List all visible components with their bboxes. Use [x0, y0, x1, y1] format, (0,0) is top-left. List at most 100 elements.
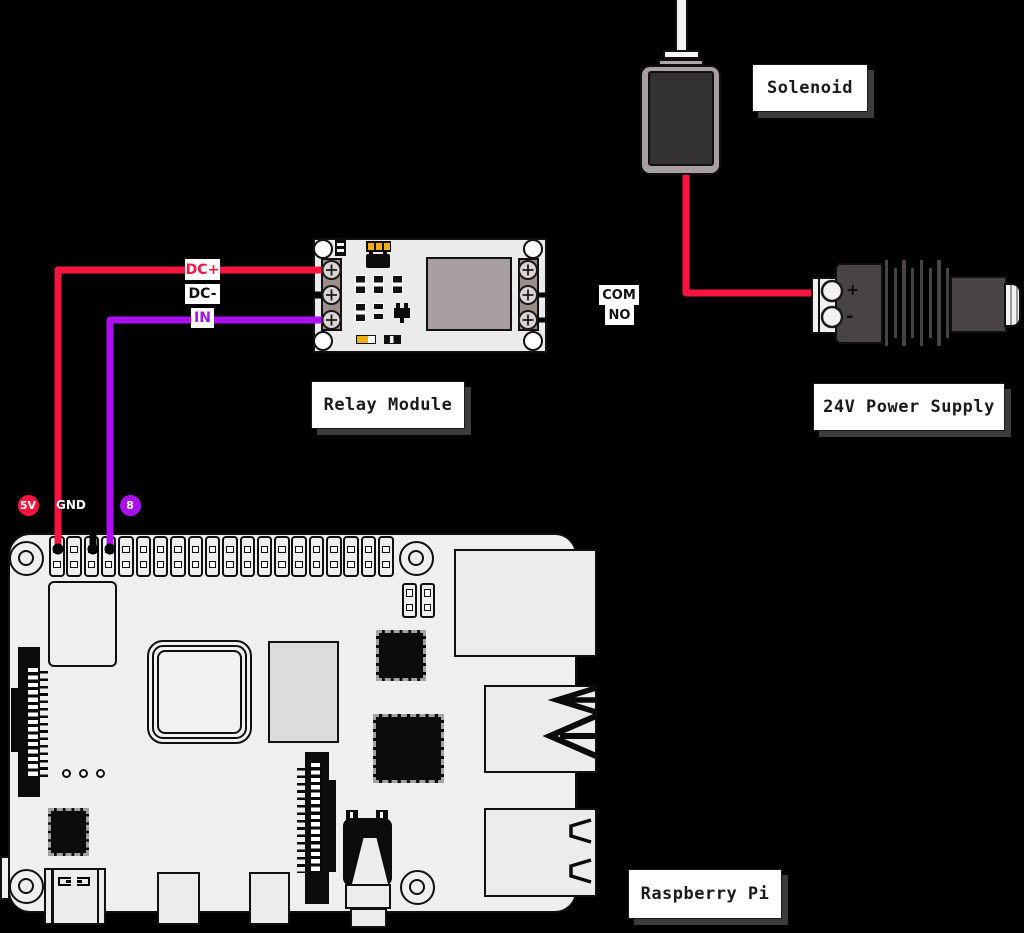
relay-led: [356, 335, 376, 344]
psu-tip: [1004, 283, 1021, 327]
gpio-pin-hole: [278, 545, 286, 554]
relay-corner-hole: [523, 331, 543, 351]
ram-chip: [268, 641, 339, 743]
gpio-pin-col-7: [152, 536, 169, 577]
gpio-connection-dot: [87, 543, 99, 555]
gpio-pin-col-8: [170, 536, 186, 577]
gpio-pin-hole: [364, 560, 373, 569]
relay-corner-hole: [313, 331, 333, 351]
relay-transistor-leg: [383, 251, 387, 255]
relay-transistor: [366, 254, 390, 268]
relay-diode-leg: [404, 303, 408, 310]
usb3-symbols: [541, 684, 597, 759]
relay-terminal-screws: [321, 260, 538, 330]
relay-header-slot: [337, 249, 344, 252]
ethernet-controller-chip: [373, 714, 444, 783]
gpio-header: [0, 536, 1024, 577]
psu-screw: [820, 279, 844, 303]
gpio-pin-hole: [70, 560, 78, 569]
gpio-pin-col-14: [274, 536, 290, 577]
gpio-pin-hole: [382, 545, 390, 554]
gpio-pin-hole: [87, 560, 96, 569]
poe-pin-hole: [405, 589, 414, 597]
gpio-pin-col-11: [222, 536, 238, 577]
gpio-pin-hole: [278, 560, 286, 569]
usb-c-port: [44, 868, 106, 925]
poe-pin-hole: [423, 603, 432, 611]
dc-minus-label: DC-: [185, 284, 220, 304]
usb2-port: [484, 808, 597, 897]
usb-c-rail: [51, 870, 54, 923]
psu-minus-label: -: [846, 306, 854, 327]
raspberry-pi-label: Raspberry Pi: [628, 869, 782, 919]
display-connector-pins: [27, 667, 39, 779]
smd-component: [373, 303, 384, 310]
gpio-pin-hole: [156, 560, 165, 569]
gpio-pin-col-17: [326, 536, 342, 577]
usb2-symbols: [568, 817, 592, 884]
usb3-port: [484, 684, 597, 773]
gpio-pin-hole: [347, 560, 355, 569]
pad: [368, 243, 374, 250]
poe-header: [420, 583, 435, 618]
mounting-hole: [8, 868, 44, 904]
psu-rib: [901, 259, 907, 347]
av-jack-prong-slot: [380, 812, 383, 822]
mounting-hole: [398, 540, 434, 576]
gpio-pin-hole: [104, 560, 113, 569]
power-supply-label: 24V Power Supply: [813, 383, 1005, 431]
gpio-pin-col-2: [66, 536, 82, 577]
gpio-pin-hole: [312, 560, 321, 569]
wire-5v: [54, 266, 332, 549]
gpio-pin-col-12: [239, 536, 256, 577]
solenoid-label: Solenoid: [752, 64, 868, 112]
psu-body: [835, 263, 883, 344]
relay-transistor-leg: [369, 251, 373, 255]
pin-badge-8: 8: [119, 494, 141, 516]
gpio-pin-hole: [191, 545, 200, 554]
display-connector-comb: [40, 671, 48, 778]
psu-plus-label: +: [846, 280, 860, 299]
gpio-pin-hole: [260, 545, 269, 554]
usb-c-contact-icon: [77, 877, 90, 886]
gpio-pin-col-6: [135, 536, 152, 577]
raspberry-pi-label-text: Raspberry Pi: [640, 884, 770, 904]
gpio-pin-hole: [330, 545, 338, 554]
power-supply-label-text: 24V Power Supply: [823, 397, 995, 417]
gpio-pin-hole: [122, 560, 130, 569]
smd-component: [384, 335, 401, 344]
test-pad: [95, 768, 105, 778]
gpio-pin-hole: [174, 545, 182, 554]
gpio-pin-hole: [156, 545, 165, 554]
psu-rib: [910, 267, 916, 339]
usb-c-rail: [96, 870, 99, 923]
av-jack-prong-slot: [350, 812, 353, 822]
power-management-chip: [48, 808, 89, 856]
av-jack-tip: [350, 908, 387, 928]
mounting-hole: [8, 540, 44, 576]
solenoid-label-text: Solenoid: [767, 78, 853, 98]
pin-badge-5v: 5V: [17, 494, 39, 516]
gpio-pin-hole: [70, 545, 78, 554]
gpio-pin-col-5: [118, 536, 134, 577]
psu-strain-relief: [884, 258, 954, 350]
poe-pin-hole: [423, 589, 432, 597]
gpio-pin-col-9: [187, 536, 204, 577]
usb-c-contact-bar: [77, 880, 82, 883]
gpio-pin-hole: [139, 560, 148, 569]
camera-connector-notch: [329, 780, 336, 872]
gpio-pin-hole: [191, 560, 200, 569]
display-connector-nub: [11, 688, 19, 752]
solenoid-flange: [663, 50, 700, 59]
psu-rib: [936, 259, 942, 347]
smd-resistor: [355, 275, 366, 294]
usb-c-contact-icon: [58, 877, 71, 886]
poe-header: [402, 583, 417, 618]
gpio-connection-dot: [104, 543, 116, 555]
psu-screw: [820, 305, 844, 329]
psu-rib: [918, 259, 925, 347]
pad: [384, 243, 390, 250]
soc-die: [157, 650, 242, 734]
relay-header-slot: [337, 243, 344, 246]
